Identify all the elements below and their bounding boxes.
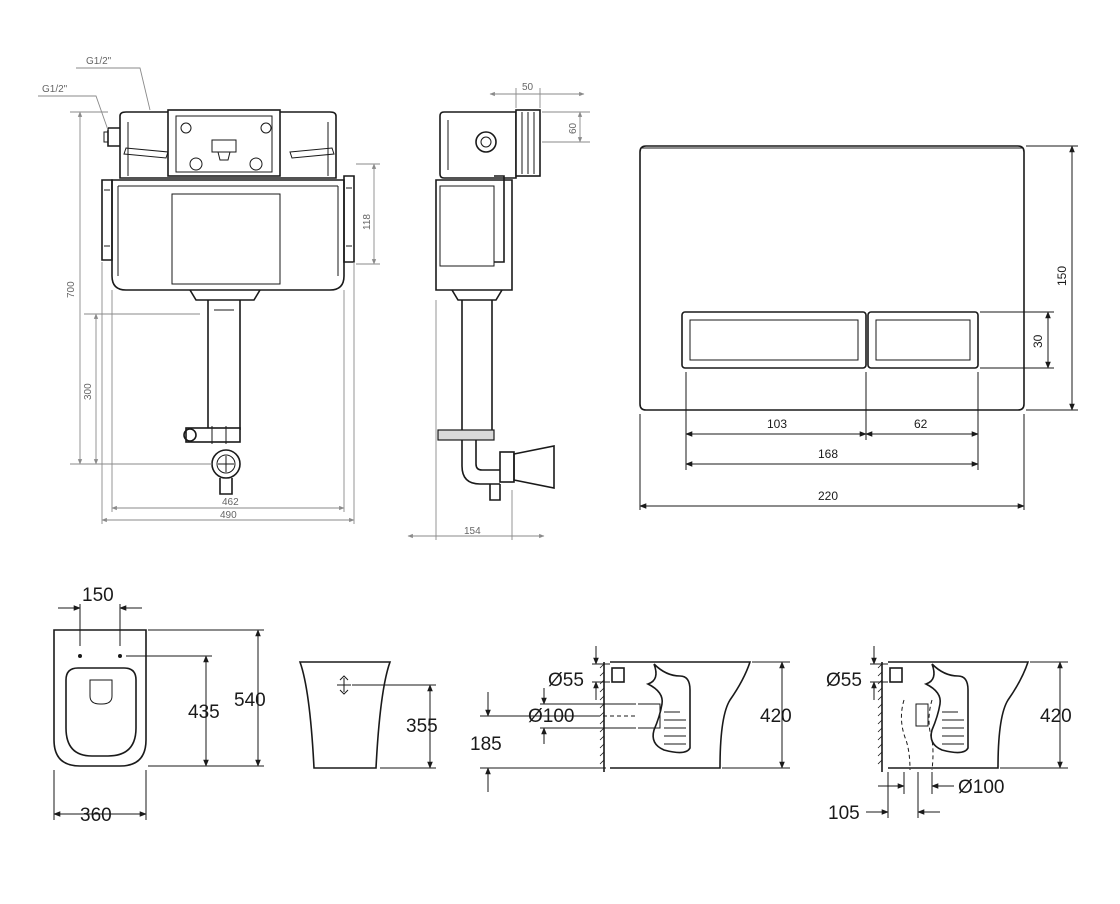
dim-cistern-depth: 154 (464, 526, 481, 537)
dim-side-top-right: 60 (568, 122, 579, 134)
inlet-label-left: G1/2" (42, 84, 68, 95)
dim-inlet-diameter: Ø55 (548, 670, 584, 691)
dim-toilet-height: 420 (760, 706, 792, 727)
dim-left-button-width: 103 (767, 417, 787, 431)
toilet-top-dimensions (53, 604, 264, 820)
flush-plate-view (639, 145, 1025, 411)
flush-button-small[interactable] (867, 311, 979, 369)
toilet-side-vertical-dimensions (866, 646, 1068, 818)
cistern-front-view (101, 109, 355, 495)
dim-plate-width: 220 (818, 489, 838, 503)
dim-side-top: 50 (522, 82, 534, 93)
cistern-side-view (435, 109, 555, 501)
dim-outlet-offset: 105 (828, 803, 860, 824)
dim-cistern-height: 700 (66, 281, 77, 298)
dim-toilet-length: 540 (234, 690, 266, 711)
dim-outlet-diameter: Ø100 (528, 706, 574, 727)
dim-inlet-diameter-vertical: Ø55 (826, 670, 862, 691)
flush-plate-dimensions (639, 145, 1078, 510)
dim-toilet-width: 360 (80, 805, 112, 826)
toilet-side-horizontal-dimensions (480, 646, 790, 792)
dim-toilet-height-vertical: 420 (1040, 706, 1072, 727)
dim-back-height: 355 (406, 716, 438, 737)
cistern-side-dimensions (407, 88, 590, 540)
dim-outlet-diameter-vertical: Ø100 (958, 777, 1004, 798)
dim-frame-inner-width: 462 (222, 497, 239, 508)
toilet-side-horizontal-view (596, 661, 752, 772)
inlet-label-top: G1/2" (86, 56, 112, 67)
toilet-back-dimensions (352, 684, 436, 769)
flush-button-large[interactable] (681, 311, 867, 369)
dim-frame-outer-width: 490 (220, 510, 237, 521)
dim-outlet-height: 300 (83, 383, 94, 400)
dim-outlet-height-floor: 185 (470, 734, 502, 755)
dim-buttons-total-width: 168 (818, 447, 838, 461)
toilet-back-view (298, 661, 392, 769)
dim-button-height: 30 (1031, 334, 1045, 348)
dim-bracket-spacing: 118 (362, 214, 373, 230)
toilet-top-view (53, 629, 147, 767)
dim-right-button-width: 62 (914, 417, 928, 431)
dim-hole-offset: 435 (188, 702, 220, 723)
toilet-side-vertical-view (877, 661, 1030, 772)
dim-fixing-holes: 150 (82, 585, 114, 606)
dim-plate-height: 150 (1055, 266, 1069, 286)
cistern-front-dimensions (38, 67, 380, 524)
